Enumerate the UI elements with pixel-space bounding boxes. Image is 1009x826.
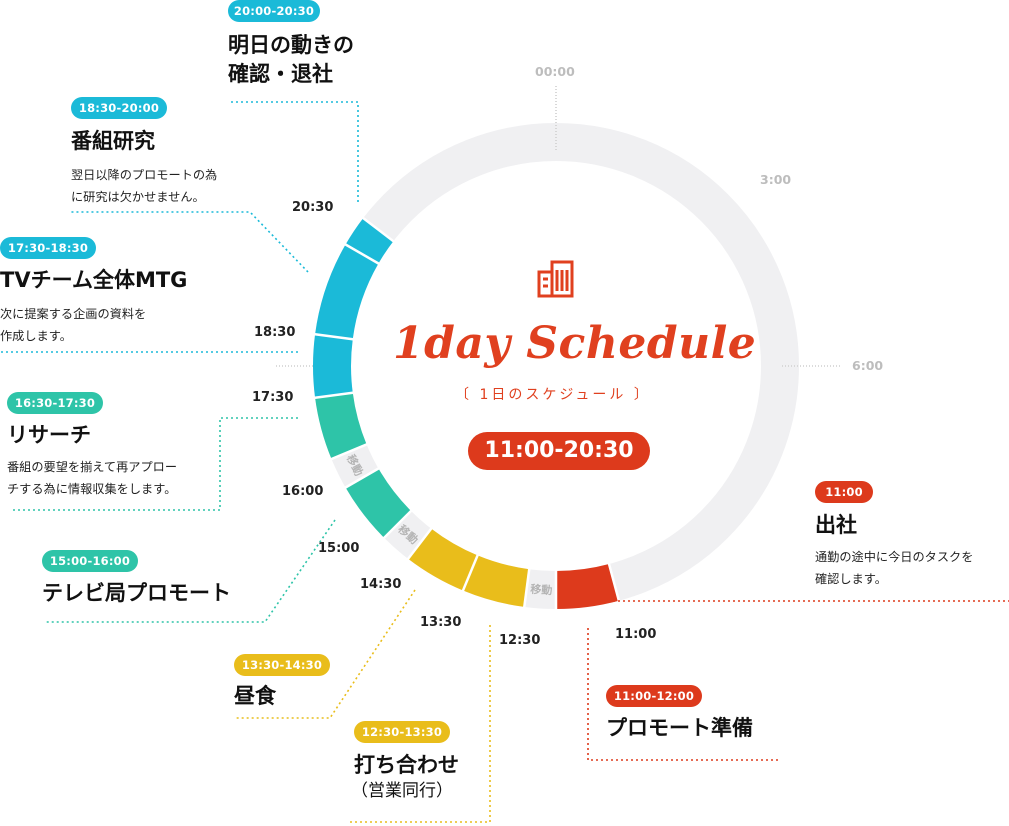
event-desc-tv-mtg-1: 次に提案する企画の資料を (0, 307, 147, 321)
event-pill-1630-1730: 16:30-17:30 (7, 392, 103, 414)
segment-separator (382, 509, 413, 540)
event-pill-1830-2000: 18:30-20:00 (71, 97, 167, 119)
leader-program-study (71, 211, 309, 273)
center-time-range: 11:00-20:30 (468, 432, 650, 470)
time-label-1330: 13:30 (420, 615, 462, 630)
event-desc-tv-mtg-2: 作成します。 (0, 329, 72, 343)
time-label-1430: 14:30 (360, 577, 402, 592)
segment-separator (313, 332, 354, 341)
hour-label-0300: 3:00 (760, 172, 792, 187)
event-pill-1730-1830: 17:30-18:30 (0, 237, 96, 259)
event-pill-1100: 11:00 (815, 481, 873, 503)
leader-research (10, 417, 298, 511)
time-label-1100: 11:00 (615, 627, 657, 642)
event-title-meeting: 打ち合わせ (354, 753, 459, 777)
event-desc-shussha-1: 通勤の途中に今日のタスクを (815, 550, 974, 564)
event-desc-program-study-1: 翌日以降のプロモートの為 (71, 168, 218, 182)
event-title-program-study: 番組研究 (71, 129, 155, 153)
event-pill-1330-1430: 13:30-14:30 (234, 654, 330, 676)
segment-1730-1830 (313, 334, 353, 398)
center-subtitle: 〔 1日のスケジュール 〕 (455, 387, 651, 403)
event-title-tv-promote: テレビ局プロモート (42, 581, 231, 605)
event-title-lunch: 昼食 (234, 684, 276, 708)
segment-separator (361, 216, 395, 243)
event-desc-shussha-2: 確認します。 (815, 572, 887, 586)
segment-separator (344, 466, 380, 490)
time-label-1830: 18:30 (254, 325, 296, 340)
event-title-promote-prep: プロモート準備 (606, 716, 753, 740)
event-title-leave-2: 確認・退社 (228, 62, 333, 86)
segment-separator (344, 242, 380, 266)
segment-separator (406, 527, 433, 561)
center-title: 1day Schedule (393, 318, 757, 369)
event-desc-program-study-2: に研究は欠かせません。 (71, 190, 205, 204)
leader-tv-promote (46, 519, 336, 623)
segment-1500-1600 (345, 468, 412, 538)
hour-label-0000: 00:00 (535, 64, 575, 79)
segment-separator (461, 553, 480, 592)
segment-separator (522, 568, 531, 609)
hour-label-0600: 6:00 (852, 358, 884, 373)
leader-leave (228, 101, 359, 202)
event-pill-2000-2030: 20:00-20:30 (228, 0, 320, 22)
segment-separator (607, 562, 621, 603)
segment-1630-1730 (315, 392, 367, 459)
event-desc-research-2: チする為に情報収集をします。 (7, 482, 177, 496)
leader-lunch (236, 589, 416, 719)
event-desc-research-1: 番組の要望を揃えて再アプロー (7, 460, 178, 474)
time-label-1600: 16:00 (282, 484, 324, 499)
leader-promote-prep (587, 628, 778, 761)
event-pill-1230-1330: 12:30-13:30 (354, 721, 450, 743)
event-title-shussha: 出社 (815, 513, 857, 537)
building-icon (536, 258, 576, 298)
event-title-meeting-sub: （営業同行） (351, 781, 453, 801)
segment-1230-1330 (463, 555, 530, 607)
time-label-1230: 12:30 (499, 633, 541, 648)
segment-1830-2000 (315, 244, 379, 340)
event-title-research: リサーチ (7, 423, 91, 447)
event-title-tv-mtg: TVチーム全体MTG (0, 268, 188, 292)
move-label: 移動 (530, 582, 553, 597)
event-title-leave-1: 明日の動きの (228, 33, 354, 57)
leader-meeting (350, 625, 491, 823)
event-pill-1100-1200: 11:00-12:00 (606, 685, 702, 707)
time-label-1500: 15:00 (318, 541, 360, 556)
time-label-1730: 17:30 (252, 390, 294, 405)
event-pill-1500-1600: 15:00-16:00 (42, 550, 138, 572)
segment-separator (313, 391, 354, 400)
time-label-2030: 20:30 (292, 200, 334, 215)
segment-2000-2030 (345, 218, 394, 264)
segment-1100-1200 (555, 563, 619, 609)
segment-1330-1430 (408, 528, 478, 591)
segment-separator (330, 442, 369, 461)
